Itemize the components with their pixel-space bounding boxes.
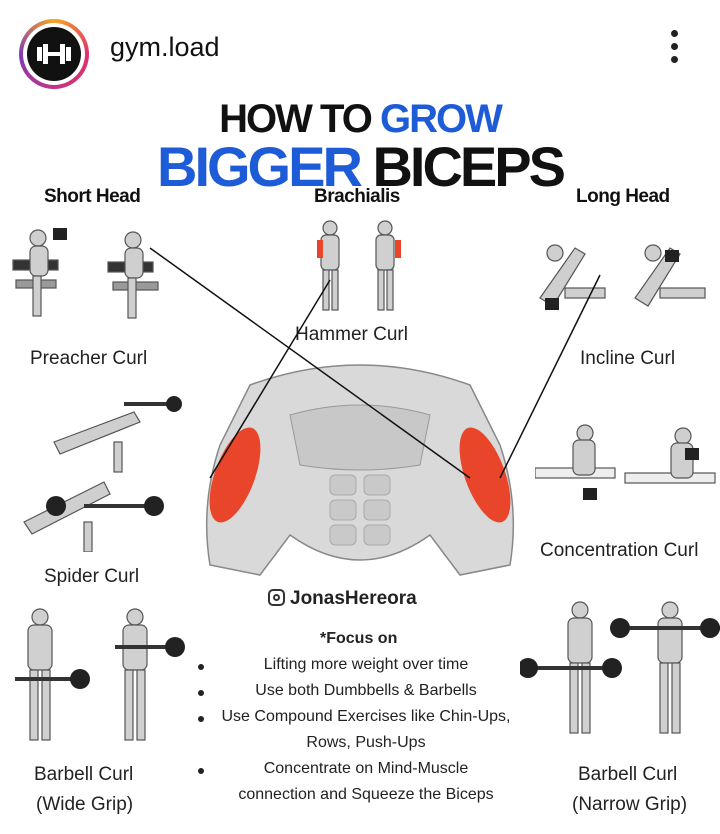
concentration-curl-illustration [535, 424, 716, 500]
list-item: Rows, Push-Ups [306, 734, 426, 751]
exercise-barbell-curl-wide: Barbell Curl [34, 764, 134, 785]
avatar[interactable] [19, 19, 89, 89]
post-header: gym.load [0, 0, 720, 100]
spider-curl-illustration [23, 396, 182, 552]
exercise-spider-curl: Spider Curl [44, 566, 140, 587]
exercise-barbell-curl-narrow: Barbell Curl [578, 764, 678, 785]
barbell-curl-wide-illustration [15, 608, 185, 741]
post-image: HOW TO GROW BIGGER BICEPS Short Head Bra… [0, 97, 720, 834]
instagram-icon [268, 589, 285, 606]
hammer-curl-illustration [317, 220, 401, 311]
dumbbell-logo-icon [37, 44, 71, 64]
exercise-incline-curl: Incline Curl [580, 348, 676, 369]
section-short-head: Short Head [44, 186, 141, 207]
title-line-2: BIGGER BICEPS [157, 135, 566, 198]
section-brachialis: Brachialis [314, 186, 400, 207]
exercise-concentration-curl: Concentration Curl [540, 540, 699, 561]
torso-muscle-illustration [205, 364, 515, 576]
title-line-1: HOW TO GROW [219, 97, 503, 141]
username[interactable]: gym.load [110, 32, 220, 62]
list-item: Use both Dumbbells & Barbells [255, 682, 477, 699]
author-handle: JonasHereora [290, 588, 417, 609]
exercise-preacher-curl: Preacher Curl [30, 348, 148, 369]
exercise-barbell-curl-wide-grip: (Wide Grip) [36, 794, 134, 815]
preacher-curl-illustration [12, 228, 159, 319]
barbell-curl-narrow-illustration [520, 601, 720, 734]
list-item: Lifting more weight over time [263, 656, 469, 673]
list-item: connection and Squeeze the Biceps [238, 786, 494, 803]
list-item: Use Compound Exercises like Chin-Ups, [221, 708, 511, 725]
section-long-head: Long Head [576, 186, 670, 207]
exercise-barbell-curl-narrow-grip: (Narrow Grip) [572, 794, 688, 815]
incline-curl-illustration [539, 244, 706, 310]
list-item: Concentrate on Mind-Muscle [263, 760, 469, 777]
target-arrows [149, 247, 601, 479]
more-options-icon[interactable] [662, 30, 686, 70]
exercise-hammer-curl: Hammer Curl [295, 324, 408, 345]
focus-title: *Focus on [320, 630, 398, 647]
